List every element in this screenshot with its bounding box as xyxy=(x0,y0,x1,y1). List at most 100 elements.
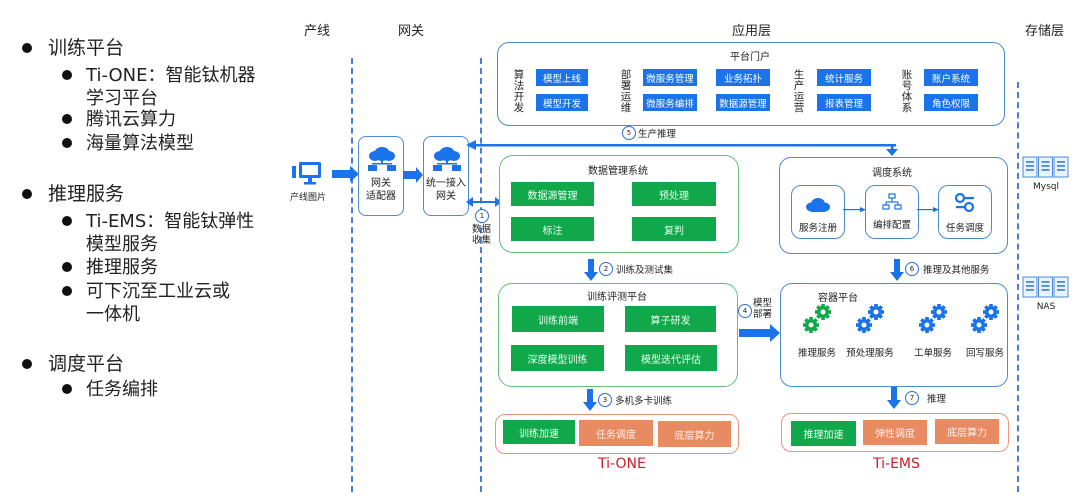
data-management-title: 数据管理系统 xyxy=(588,166,648,177)
portal-button-account-system[interactable]: 账户系统 xyxy=(924,69,978,86)
divider-gateway-application xyxy=(480,58,482,492)
unified-gateway-label: 统一接入网关 xyxy=(422,177,470,203)
bullet-text: Ti-ONE：智能钛机器 xyxy=(86,65,256,86)
divider-production-gateway xyxy=(351,58,353,492)
step-5-badge: 5 xyxy=(622,126,636,140)
step-2-label: 训练及测试集 xyxy=(616,265,674,276)
ti-one-name: Ti-ONE xyxy=(598,456,646,472)
cloud-network-icon xyxy=(368,147,396,171)
bullet-dot xyxy=(22,43,32,53)
ti-one-button-compute[interactable]: 底层算力 xyxy=(658,421,731,447)
ti-one-button-task-scheduling[interactable]: 任务调度 xyxy=(579,420,653,446)
train-button-model-iteration-eval[interactable]: 模型迭代评估 xyxy=(625,345,717,371)
train-button-frontend[interactable]: 训练前端 xyxy=(512,306,604,332)
training-evaluation-title: 训练评测平台 xyxy=(587,292,647,303)
arrow-training-dataset xyxy=(584,259,598,281)
portal-button-role-permissions[interactable]: 角色权限 xyxy=(924,94,978,111)
bullet-text: 调度平台 xyxy=(48,353,125,375)
scheduler-item-task-scheduling[interactable]: 任务调度 xyxy=(938,185,992,239)
ti-ems-button-compute[interactable]: 底层算力 xyxy=(935,419,999,444)
sub-bullet-tencent-compute: 腾讯云算力 xyxy=(62,108,176,131)
container-item[interactable]: 工单服务 xyxy=(905,303,961,363)
bullet-dot xyxy=(22,359,32,369)
column-header-storage: 存储层 xyxy=(1025,24,1065,39)
bullet-dot xyxy=(22,189,32,199)
bullet-text: 训练平台 xyxy=(48,37,125,59)
data-button-datasource[interactable]: 数据源管理 xyxy=(511,182,594,206)
bullet-text: 腾讯云算力 xyxy=(86,109,176,130)
portal-button-model-development[interactable]: 模型开发 xyxy=(536,94,588,111)
unified-gateway-box[interactable]: 统一接入网关 xyxy=(423,136,469,216)
portal-button-microservice-orchestration[interactable]: 微服务编排 xyxy=(643,94,697,111)
arrow-connector xyxy=(917,207,939,213)
data-button-preprocess[interactable]: 预处理 xyxy=(632,182,716,206)
train-button-operator-dev[interactable]: 算子研发 xyxy=(625,306,716,332)
bullet-text: 一体机 xyxy=(86,304,140,325)
gateway-adapter-label: 网关适配器 xyxy=(359,177,403,203)
sub-bullet-inference: 推理服务 xyxy=(62,256,158,279)
container-item[interactable]: 回写服务 xyxy=(957,303,1013,363)
production-image-node xyxy=(292,161,326,191)
bullet-scheduling-platform: 调度平台 xyxy=(22,352,125,376)
scheduler-item-label: 编排配置 xyxy=(872,220,911,231)
settings-slider-icon xyxy=(954,192,975,213)
bullet-dot xyxy=(62,138,72,148)
scheduling-system-title: 调度系统 xyxy=(872,168,912,179)
gears-icon xyxy=(803,304,831,333)
storage-item[interactable]: NAS xyxy=(1022,275,1072,319)
arrow-multi-gpu-training xyxy=(583,389,597,411)
portal-button-datasource-management[interactable]: 数据源管理 xyxy=(716,94,770,111)
arrow-inference xyxy=(887,387,901,409)
ti-one-button-training-acceleration[interactable]: 训练加速 xyxy=(503,420,575,444)
step-3-label: 多机多卡训练 xyxy=(615,396,673,407)
scheduler-item-service-registration[interactable]: 服务注册 xyxy=(791,185,845,239)
portal-button-model-online[interactable]: 模型上线 xyxy=(536,69,588,86)
scheduler-item-label: 服务注册 xyxy=(798,223,837,234)
gateway-adapter-box[interactable]: 网关适配器 xyxy=(358,136,404,216)
production-image-label: 产线图片 xyxy=(290,193,327,203)
bullet-dot xyxy=(62,384,72,394)
step-6-badge: 6 xyxy=(905,262,919,276)
portal-button-microservice-management[interactable]: 微服务管理 xyxy=(643,69,697,86)
label-line: 适配器 xyxy=(366,191,396,202)
container-item-label: 工单服务 xyxy=(913,348,952,359)
database-server-icon xyxy=(1022,276,1069,298)
group-label-text: 部署运维 xyxy=(620,69,632,114)
bullet-dot xyxy=(62,114,72,124)
arrow-model-deployment xyxy=(739,324,780,342)
sub-bullet-algorithm-models: 海量算法模型 xyxy=(62,132,194,155)
ti-ems-button-inference-acceleration[interactable]: 推理加速 xyxy=(791,421,856,446)
bullet-text: 可下沉至工业云或 xyxy=(86,281,230,302)
step-4-badge: 4 xyxy=(738,304,752,318)
data-button-annotation[interactable]: 标注 xyxy=(511,217,594,241)
portal-button-statistics-service[interactable]: 统计服务 xyxy=(817,69,871,86)
step-3-badge: 3 xyxy=(598,393,612,407)
column-header-application: 应用层 xyxy=(732,24,772,39)
arrow-adapter-to-unified xyxy=(403,167,423,183)
bullet-text: 海量算法模型 xyxy=(86,133,194,154)
hierarchy-icon xyxy=(882,193,902,210)
container-item-label: 推理服务 xyxy=(797,348,836,359)
label-line: 网关 xyxy=(436,191,456,202)
label-line: 数据 xyxy=(472,224,492,235)
portal-button-business-topology[interactable]: 业务拓扑 xyxy=(716,69,770,86)
ti-ems-button-elastic-scheduling[interactable]: 弹性调度 xyxy=(863,420,927,445)
portal-button-report-management[interactable]: 报表管理 xyxy=(817,94,871,111)
arrow-inference-services xyxy=(890,259,904,281)
container-item-label: 预处理服务 xyxy=(846,348,894,359)
storage-item[interactable]: Mysql xyxy=(1022,155,1072,199)
bullet-dot xyxy=(62,262,72,272)
scheduler-item-orchestration-config[interactable]: 编排配置 xyxy=(865,185,919,239)
monitor-icon xyxy=(292,162,321,185)
container-item-label: 回写服务 xyxy=(965,348,1004,359)
cloud-icon xyxy=(806,198,830,212)
sub-bullet-ti-one: Ti-ONE：智能钛机器学习平台 xyxy=(62,64,256,110)
column-header-production-line: 产线 xyxy=(304,24,331,39)
container-item[interactable]: 预处理服务 xyxy=(842,303,898,363)
bullet-text: 推理服务 xyxy=(86,257,158,278)
label-line: 模型 xyxy=(753,298,773,309)
container-item[interactable]: 推理服务 xyxy=(789,303,845,363)
train-button-deep-model-training[interactable]: 深度模型训练 xyxy=(511,345,604,371)
data-button-review[interactable]: 复判 xyxy=(632,217,716,241)
storage-item-label: NAS xyxy=(1036,302,1056,312)
